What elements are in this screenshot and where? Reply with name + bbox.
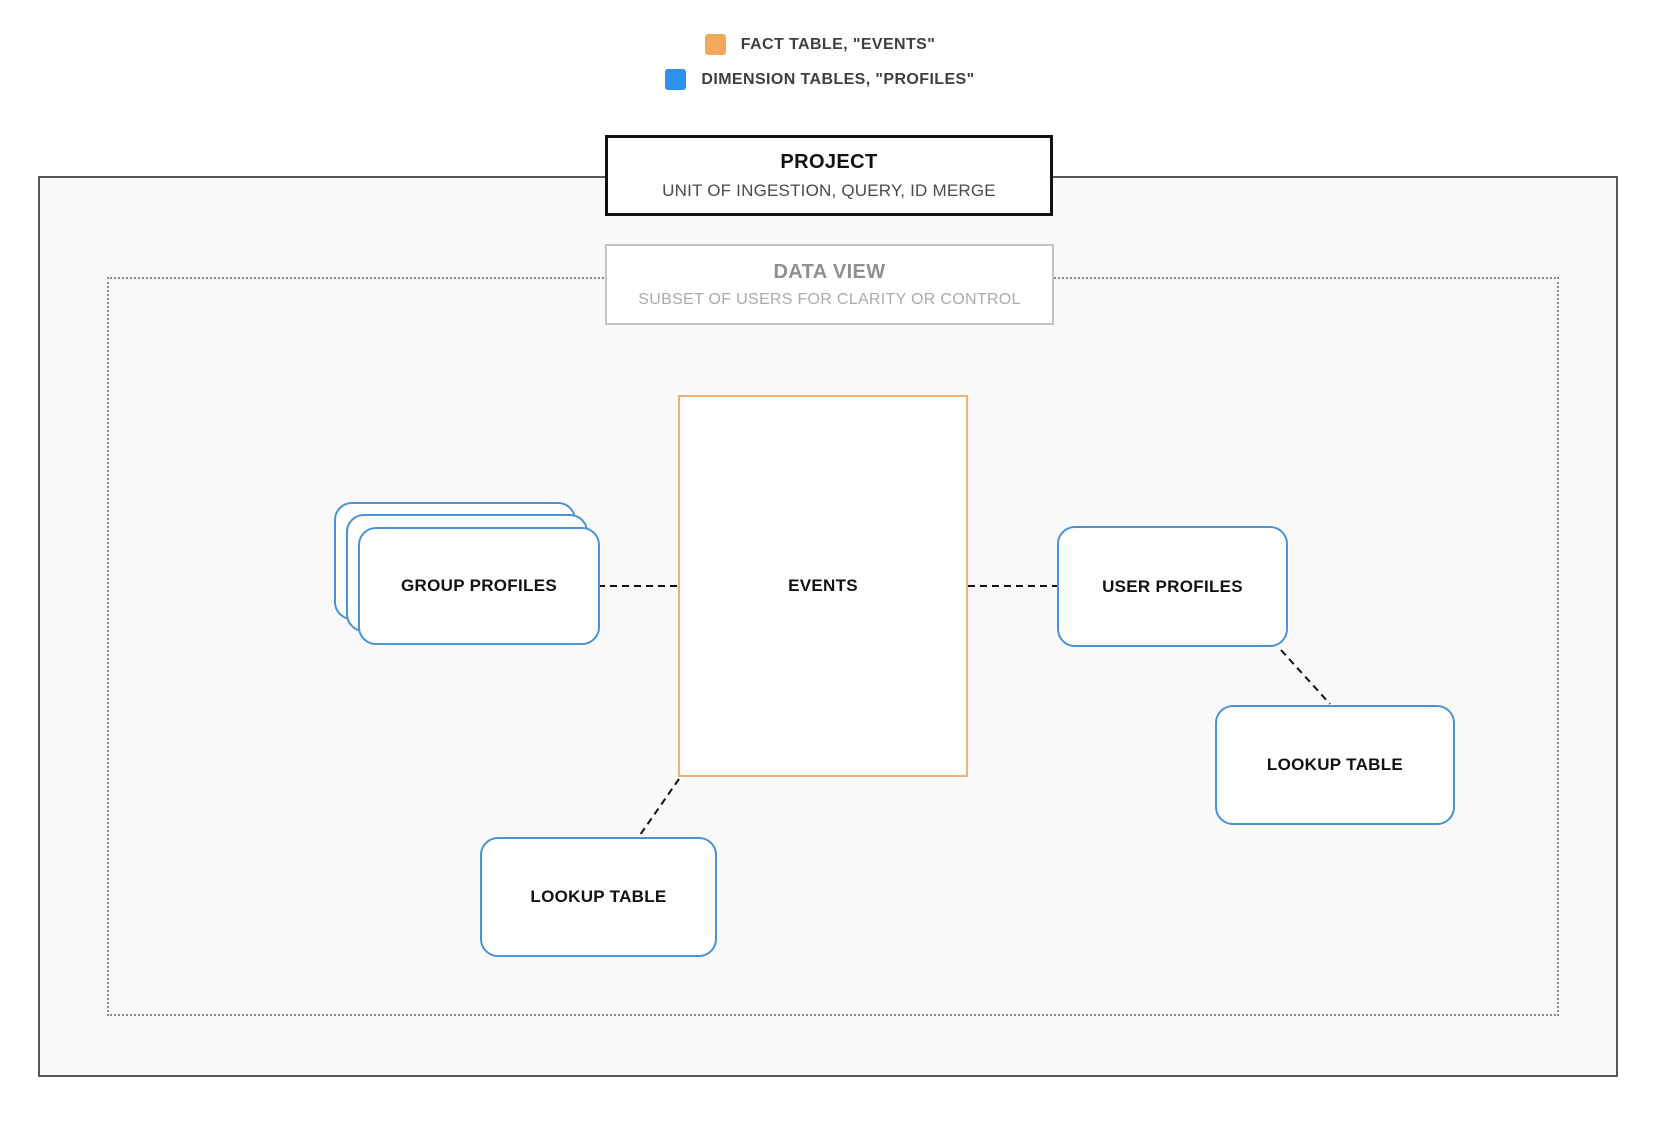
lookup-table-bottom-label: LOOKUP TABLE xyxy=(530,887,667,906)
user-profiles-label: USER PROFILES xyxy=(1102,576,1243,596)
fact-color-swatch-icon xyxy=(704,34,726,55)
legend-item-fact: FACT TABLE, "EVENTS" xyxy=(704,34,936,55)
events-label: EVENTS xyxy=(788,576,858,595)
node-lookup-table-bottom: LOOKUP TABLE xyxy=(480,837,717,957)
legend-dimension-label: DIMENSION TABLES, "PROFILES" xyxy=(701,70,975,88)
node-user-profiles: USER PROFILES xyxy=(1057,526,1288,647)
node-events: EVENTS xyxy=(678,395,968,777)
data-view-label-box: DATA VIEW SUBSET OF USERS FOR CLARITY OR… xyxy=(605,244,1054,325)
project-subtitle: UNIT OF INGESTION, QUERY, ID MERGE xyxy=(662,180,996,200)
node-group-profiles: GROUP PROFILES xyxy=(358,527,600,645)
project-label-box: PROJECT UNIT OF INGESTION, QUERY, ID MER… xyxy=(605,135,1053,216)
project-title: PROJECT xyxy=(780,150,878,173)
legend-item-dimension: DIMENSION TABLES, "PROFILES" xyxy=(665,69,974,90)
group-profiles-label: GROUP PROFILES xyxy=(401,576,557,595)
data-view-title: DATA VIEW xyxy=(773,260,886,283)
legend-fact-label: FACT TABLE, "EVENTS" xyxy=(740,35,936,53)
data-view-subtitle: SUBSET OF USERS FOR CLARITY OR CONTROL xyxy=(638,290,1021,308)
dimension-color-swatch-icon xyxy=(665,69,687,90)
node-lookup-table-right: LOOKUP TABLE xyxy=(1215,705,1455,825)
lookup-table-right-label: LOOKUP TABLE xyxy=(1266,755,1404,774)
legend: FACT TABLE, "EVENTS" DIMENSION TABLES, "… xyxy=(0,34,1652,90)
